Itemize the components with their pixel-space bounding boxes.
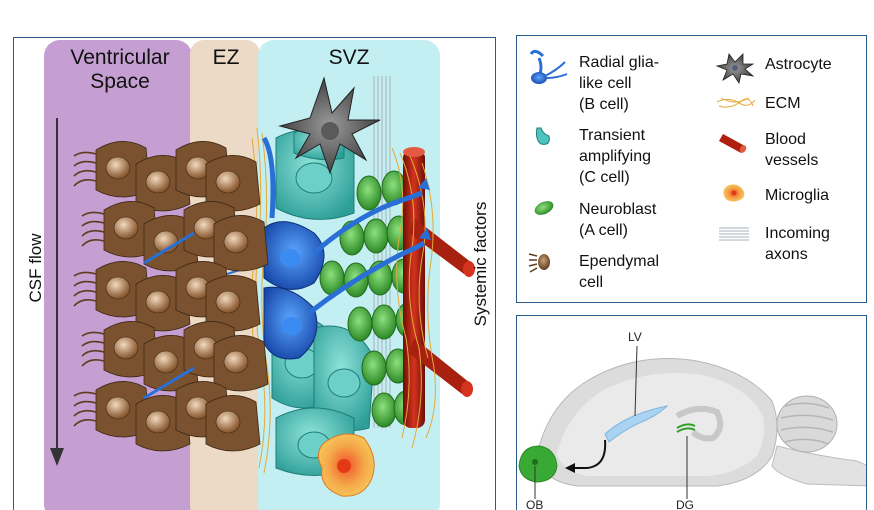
ependymal-nucleus <box>145 290 171 314</box>
legend-ecm: ECM <box>765 95 801 112</box>
ependymal-cilium <box>81 211 105 217</box>
b-cells <box>193 136 431 360</box>
ependymal-cilium <box>73 400 97 407</box>
brain-illustration <box>518 345 866 499</box>
ependymal-cilium <box>73 271 97 277</box>
lateral-ventricle <box>604 405 669 443</box>
ependymal-icon <box>528 253 550 273</box>
ependymal-cilium <box>81 229 105 237</box>
ependymal-cilium <box>73 179 97 187</box>
svz-label: SVZ <box>328 46 370 69</box>
ependymal-cilium <box>73 289 97 297</box>
olfactory-bulb <box>518 445 558 483</box>
ependymal-nucleus <box>105 156 131 180</box>
legend-ependymal: Ependymal cell <box>579 253 660 291</box>
ependymal-cilium <box>73 409 97 417</box>
ependymal-nucleus <box>223 230 249 254</box>
ependymal-nucleus <box>215 170 241 194</box>
ependymal-nucleus <box>215 290 241 314</box>
dentate-gyrus <box>676 423 696 433</box>
ependymal-nucleus <box>215 410 241 434</box>
axons-icon <box>719 227 749 241</box>
ependymal-cilium <box>73 160 97 167</box>
transient-amplifying-icon <box>536 127 550 145</box>
legend-microglia: Microglia <box>765 187 830 204</box>
microglia-cell <box>318 433 375 497</box>
ependymal-nucleus <box>145 170 171 194</box>
ependymal-nucleus <box>153 350 179 374</box>
legend-astrocyte: Astrocyte <box>765 56 832 73</box>
ventricular-space-label: Ventricular Space <box>70 46 170 93</box>
rms-arrow <box>573 439 607 469</box>
legend-blood-vessels: Blood vessels <box>765 131 819 169</box>
ependymal-cilium <box>73 419 97 427</box>
csf-flow-arrow <box>50 118 64 466</box>
ependymal-cells <box>73 141 269 452</box>
ez-label: EZ <box>212 46 240 69</box>
ependymal-cilium <box>81 220 105 227</box>
ependymal-cilium <box>73 151 97 157</box>
ependymal-cilium <box>81 349 105 357</box>
ob-label: OB <box>526 498 544 510</box>
c-cells <box>271 125 375 476</box>
niche-illustration <box>44 40 475 510</box>
legend-radial-glia: Radial glia- like cell (B cell) <box>579 54 660 113</box>
ependymal-cilium <box>81 331 105 337</box>
b-cell-apical-process <box>143 366 195 400</box>
legend-icons <box>528 49 756 273</box>
ependymal-cilium <box>73 391 97 397</box>
ependymal-cilium <box>81 239 105 247</box>
neuroblast-icon <box>534 201 554 215</box>
cerebellum <box>776 395 838 453</box>
brain-sagittal-panel: LV DG OB <box>516 315 867 510</box>
ependymal-nucleus <box>113 336 139 360</box>
radial-glia-icon <box>529 49 568 84</box>
ependymal-cilium <box>73 169 97 177</box>
astrocyte-cell <box>278 76 381 175</box>
ependymal-cilium <box>81 340 105 347</box>
ependymal-nucleus <box>105 396 131 420</box>
ependymal-nucleus <box>145 410 171 434</box>
legend-neuroblast: Neuroblast (A cell) <box>579 201 657 239</box>
systemic-factors-label: Systemic factors <box>471 201 490 327</box>
ependymal-cilium <box>73 280 97 287</box>
lv-label: LV <box>628 330 642 344</box>
ependymal-cilium <box>81 359 105 367</box>
ependymal-cilium <box>73 299 97 307</box>
ependymal-nucleus <box>105 276 131 300</box>
astrocyte-icon <box>715 53 755 85</box>
niche-diagram-panel: Ventricular Space EZ SVZ CSF flow System… <box>13 37 496 510</box>
legend-transient-amplifying: Transient amplifying (C cell) <box>579 127 652 186</box>
ependymal-nucleus <box>223 350 249 374</box>
ependymal-nucleus <box>113 216 139 240</box>
blood-vessel-icon <box>719 134 747 153</box>
csf-flow-label: CSF flow <box>26 233 45 303</box>
legend-incoming-axons: Incoming axons <box>765 225 830 263</box>
dg-label: DG <box>676 498 694 510</box>
ecm-icon <box>716 97 756 108</box>
b-cell-apical-process <box>143 231 195 265</box>
legend-panel: Radial glia- like cell (B cell) Transien… <box>516 35 867 303</box>
microglia-icon <box>723 184 745 202</box>
